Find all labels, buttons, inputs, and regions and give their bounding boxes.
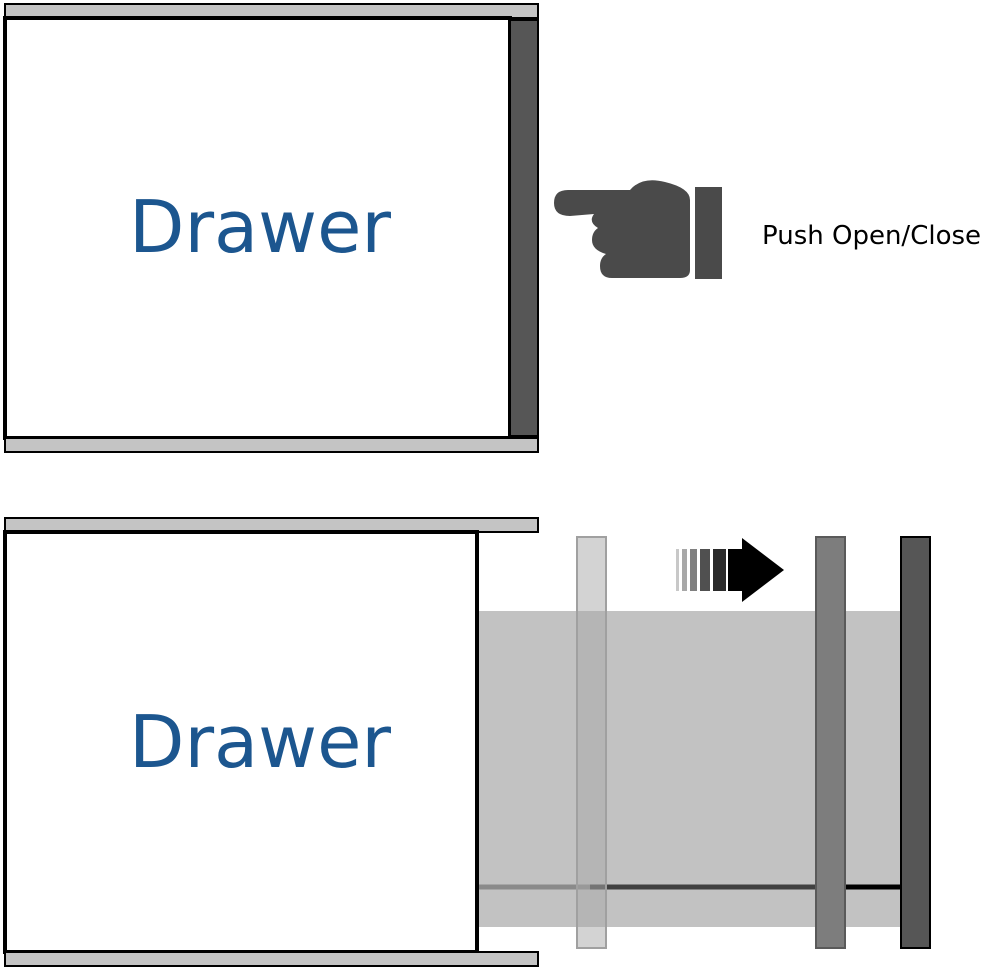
drawer-front-panel — [509, 19, 539, 437]
closed-drawer-view: Drawer — [3, 3, 539, 453]
push-open-close-label: Push Open/Close — [762, 221, 981, 251]
top-rail-lower — [4, 437, 539, 453]
bottom-rail-upper — [4, 517, 539, 533]
drawer-label-open: Drawer — [129, 700, 391, 784]
motion-arrow-icon — [676, 538, 784, 602]
open-drawer-view: Drawer — [3, 517, 931, 967]
top-rail-upper — [4, 3, 539, 19]
bottom-rail-lower — [4, 951, 539, 967]
drawer-box — [3, 16, 512, 440]
front-panel-ghost-1 — [576, 536, 607, 949]
front-panel-ghost-2 — [815, 536, 846, 949]
drawer-box-open — [3, 530, 479, 954]
pointing-hand-icon — [554, 180, 722, 279]
drawer-label: Drawer — [129, 185, 391, 269]
front-panel-final — [900, 536, 931, 949]
